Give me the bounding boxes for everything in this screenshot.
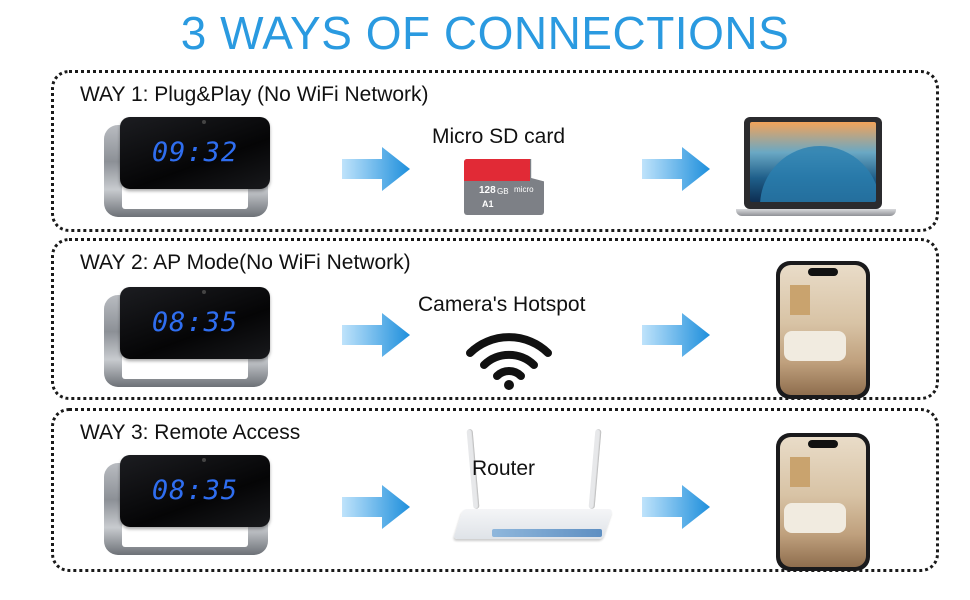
way-2-panel: WAY 2: AP Mode(No WiFi Network) 08:35 Ca… [51,238,939,400]
sd-rating: A1 [482,199,494,209]
camera-lens [202,458,206,462]
router-antenna [588,428,602,510]
page-title: 3 WAYS OF CONNECTIONS [180,7,790,59]
arrow-right-icon [342,485,410,529]
clock-screen: 08:35 [120,455,270,527]
clock-camera: 08:35 [104,455,274,555]
micro-sd-card-icon: 128 GB micro A1 [464,159,544,215]
sd-unit: GB [497,187,509,196]
clock-camera: 09:32 [104,117,274,217]
way-1-label: WAY 1: Plug&Play (No WiFi Network) [80,83,429,106]
camera-lens [202,290,206,294]
clock-screen: 09:32 [120,117,270,189]
hotspot-label: Camera's Hotspot [418,293,586,316]
way-2-label: WAY 2: AP Mode(No WiFi Network) [80,251,411,274]
arrow-right-icon [642,147,710,191]
arrow-right-icon [642,313,710,357]
sd-capacity: 128 [479,185,496,196]
laptop-icon [736,117,900,217]
arrow-right-icon [342,147,410,191]
smartphone-icon [776,433,870,571]
arrow-right-icon [342,313,410,357]
camera-lens [202,120,206,124]
way-1-panel: WAY 1: Plug&Play (No WiFi Network) 09:32… [51,70,939,232]
smartphone-icon [776,261,870,399]
sd-brand: micro [514,185,534,194]
arrow-right-icon [642,485,710,529]
router-label: Router [472,457,536,480]
clock-camera: 08:35 [104,287,274,387]
router-icon [452,428,613,549]
clock-time: 09:32 [151,137,239,168]
micro-sd-label: Micro SD card [432,125,566,148]
wifi-icon [466,333,552,390]
way-3-panel: WAY 3: Remote Access 08:35 Router [51,408,939,572]
clock-time: 08:35 [151,475,239,506]
way-3-label: WAY 3: Remote Access [80,421,301,444]
clock-screen: 08:35 [120,287,270,359]
clock-time: 08:35 [151,307,239,338]
